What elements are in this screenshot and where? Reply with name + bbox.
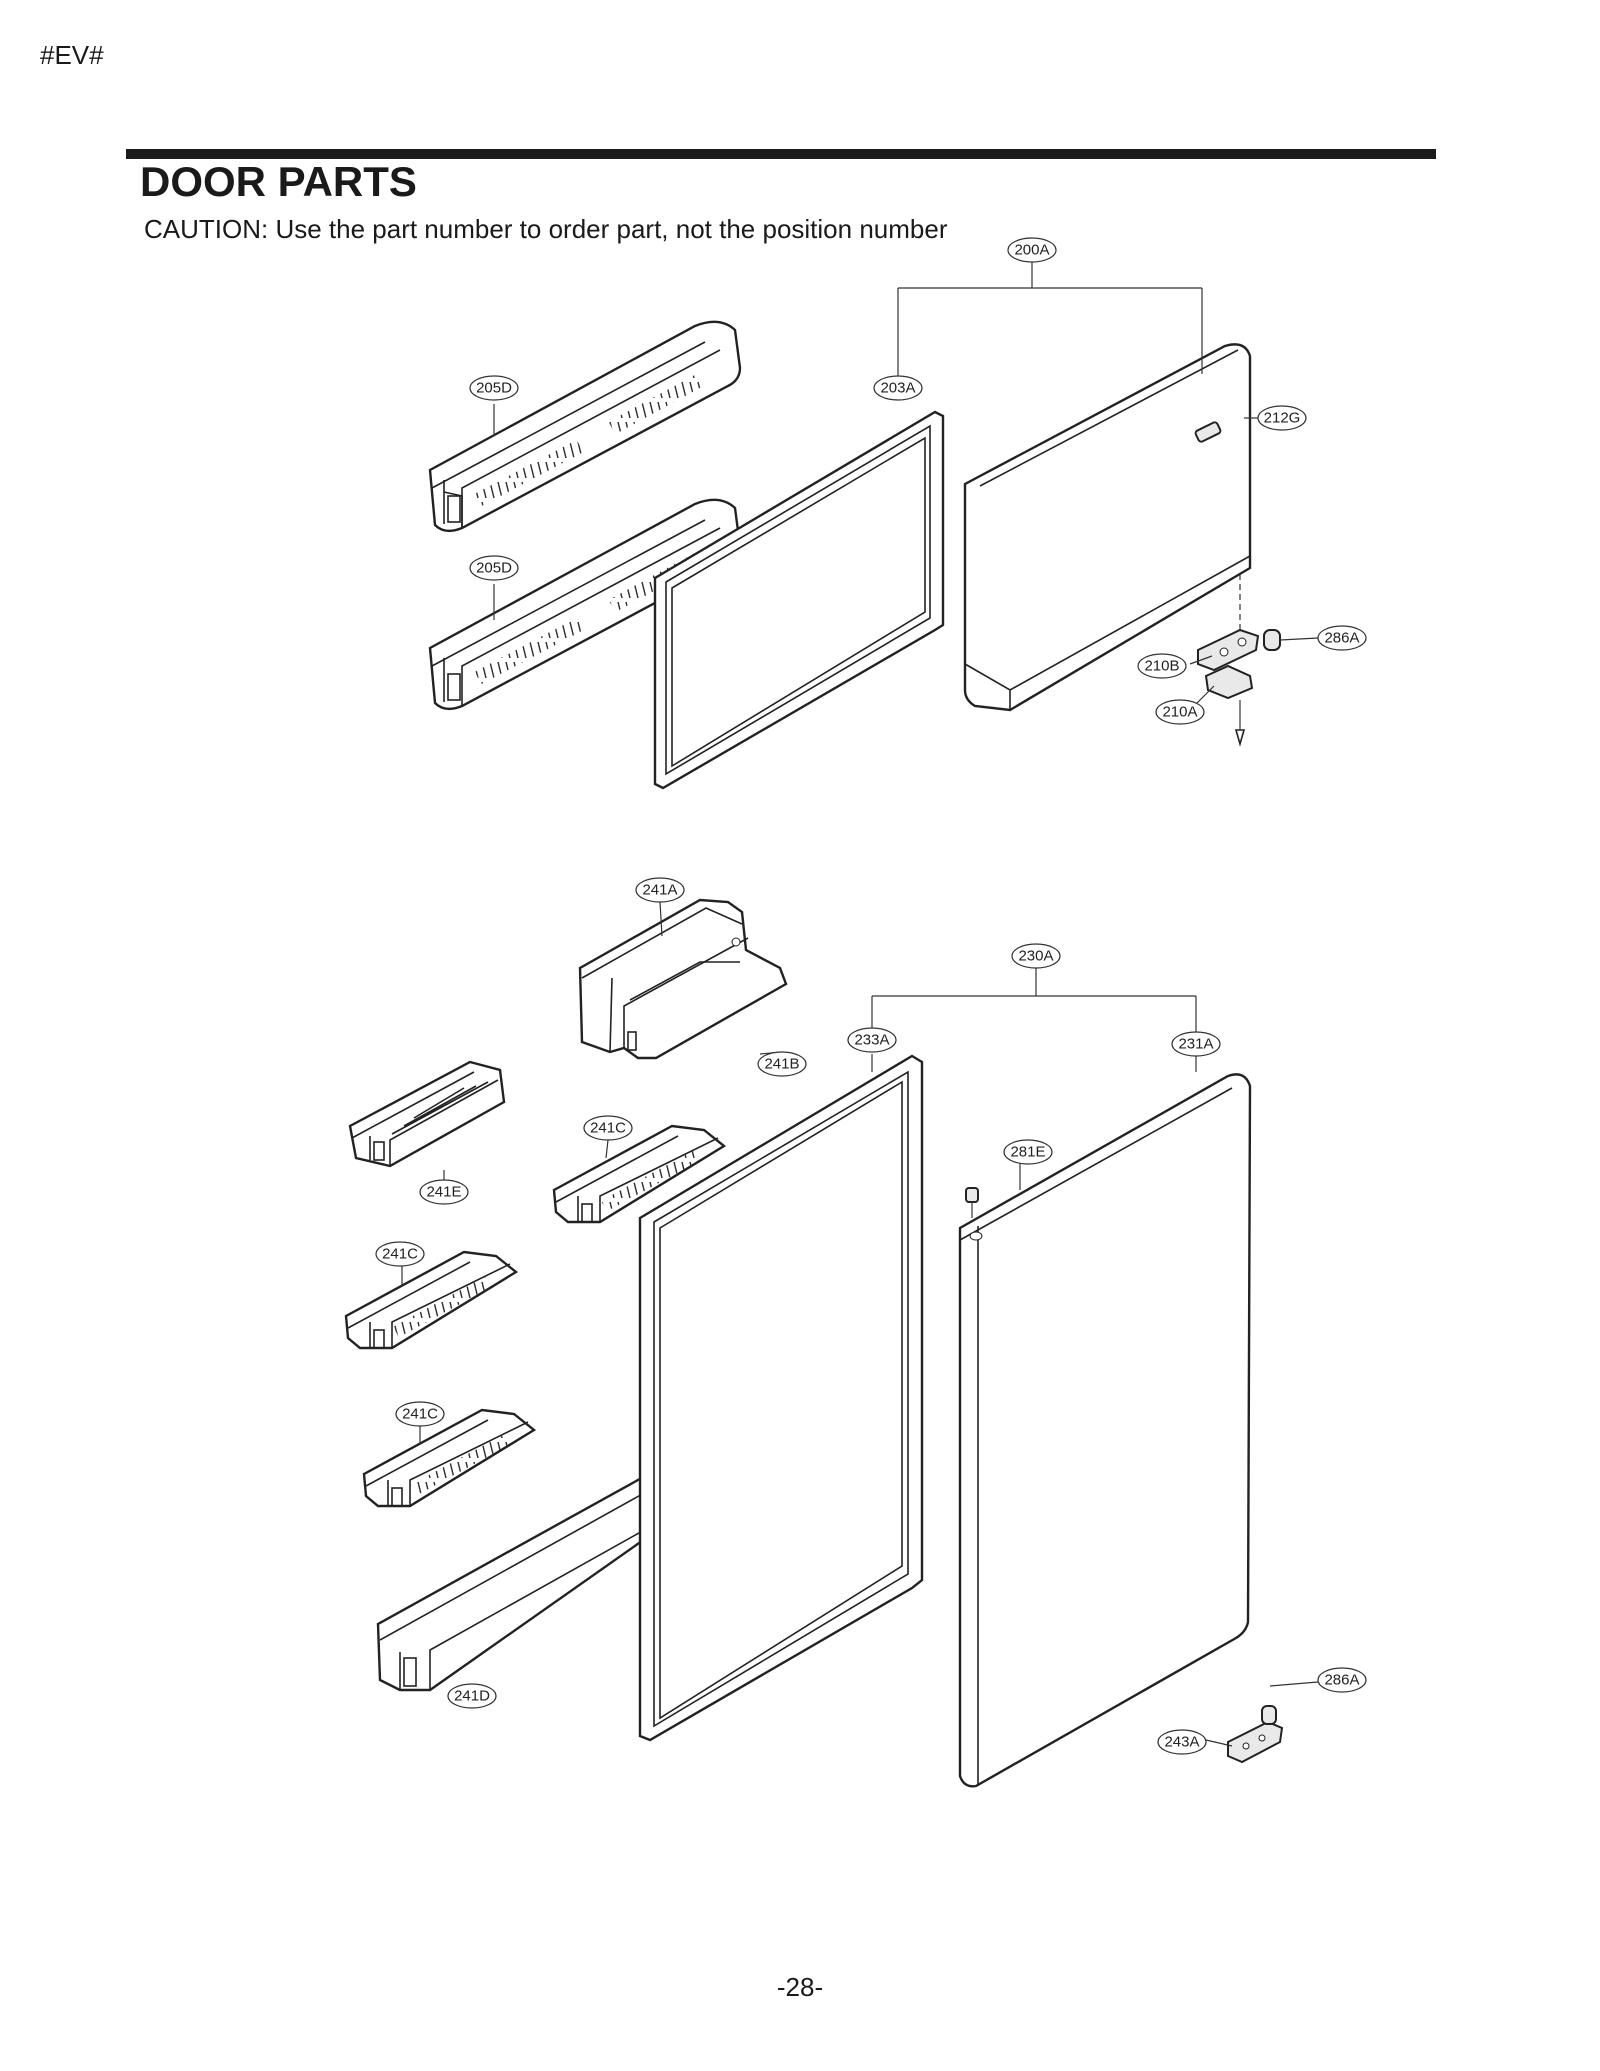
callout-281e-text: 281E	[1010, 1144, 1045, 1161]
callout-241b: 241B	[757, 1051, 807, 1077]
hinge-210b	[1197, 628, 1260, 672]
callout-233a-text: 233A	[854, 1032, 889, 1049]
dairy-bin-241a	[578, 898, 788, 1060]
door-bin-205d-top	[428, 320, 742, 533]
cap-286a-top	[1263, 629, 1281, 651]
page-number: -28-	[776, 1972, 824, 2002]
callout-241a: 241A	[635, 877, 685, 903]
door-gasket-233a	[638, 1054, 924, 1742]
cap-286a-bottom	[1261, 1705, 1277, 1725]
upper-door-panel	[963, 343, 1252, 712]
leader-lines	[401, 262, 1319, 1747]
door-bin-241c-left-upper	[344, 1250, 519, 1350]
callout-286a-bottom: 286A	[1317, 1667, 1367, 1693]
callout-212g-text: 212G	[1264, 410, 1301, 427]
callout-200a-text: 200A	[1014, 242, 1049, 259]
callout-241c-middle: 241C	[583, 1115, 633, 1141]
callout-212g: 212G	[1257, 405, 1307, 431]
callout-286a-bottom-text: 286A	[1324, 1672, 1359, 1689]
callout-241b-text: 241B	[764, 1056, 799, 1073]
callout-241a-text: 241A	[642, 882, 677, 899]
callout-203a: 203A	[873, 375, 923, 401]
callout-241c-left-upper-text: 241C	[382, 1246, 418, 1263]
callout-286a-top-text: 286A	[1324, 630, 1359, 647]
callout-241c-left-lower-text: 241C	[402, 1406, 438, 1423]
callout-243a-text: 243A	[1164, 1734, 1199, 1751]
hinge-210a	[1204, 664, 1254, 747]
door-bin-241c-left-lower	[362, 1408, 537, 1508]
callout-241c-left-upper: 241C	[375, 1241, 425, 1267]
document-tag: #EV#	[40, 40, 104, 70]
callout-205d-bottom: 205D	[469, 555, 519, 581]
callout-231a: 231A	[1171, 1031, 1221, 1057]
callout-205d-bottom-text: 205D	[476, 560, 512, 577]
lower-door-panel-231a	[958, 1073, 1252, 1788]
egg-tray-241e	[348, 1060, 506, 1168]
callout-241d: 241D	[447, 1683, 497, 1709]
title-rule	[126, 149, 1436, 159]
callout-241e-text: 241E	[426, 1184, 461, 1201]
callout-241c-middle-text: 241C	[590, 1120, 626, 1137]
callout-205d-top: 205D	[469, 375, 519, 401]
callout-281e: 281E	[1003, 1139, 1053, 1165]
callout-210b-text: 210B	[1144, 658, 1179, 675]
callout-210a-text: 210A	[1162, 704, 1197, 721]
door-bin-241c-middle	[552, 1124, 727, 1224]
callout-243a: 243A	[1157, 1729, 1207, 1755]
callout-200a: 200A	[1007, 237, 1057, 263]
callout-230a-text: 230A	[1018, 948, 1053, 965]
callout-210b: 210B	[1137, 653, 1187, 679]
hinge-243a	[1227, 1720, 1284, 1764]
door-gasket-203a	[653, 410, 945, 790]
callout-231a-text: 231A	[1178, 1036, 1213, 1053]
callout-286a-top: 286A	[1317, 625, 1367, 651]
callout-203a-text: 203A	[880, 380, 915, 397]
callout-233a: 233A	[847, 1027, 897, 1053]
caution-note: CAUTION: Use the part number to order pa…	[144, 214, 948, 244]
callout-210a: 210A	[1155, 699, 1205, 725]
callout-205d-top-text: 205D	[476, 380, 512, 397]
page-title: DOOR PARTS	[140, 158, 417, 205]
callout-241d-text: 241D	[454, 1688, 490, 1705]
callout-241e: 241E	[419, 1179, 469, 1205]
callout-241c-left-lower: 241C	[395, 1401, 445, 1427]
cap-281e	[965, 1187, 979, 1218]
callout-230a: 230A	[1011, 943, 1061, 969]
